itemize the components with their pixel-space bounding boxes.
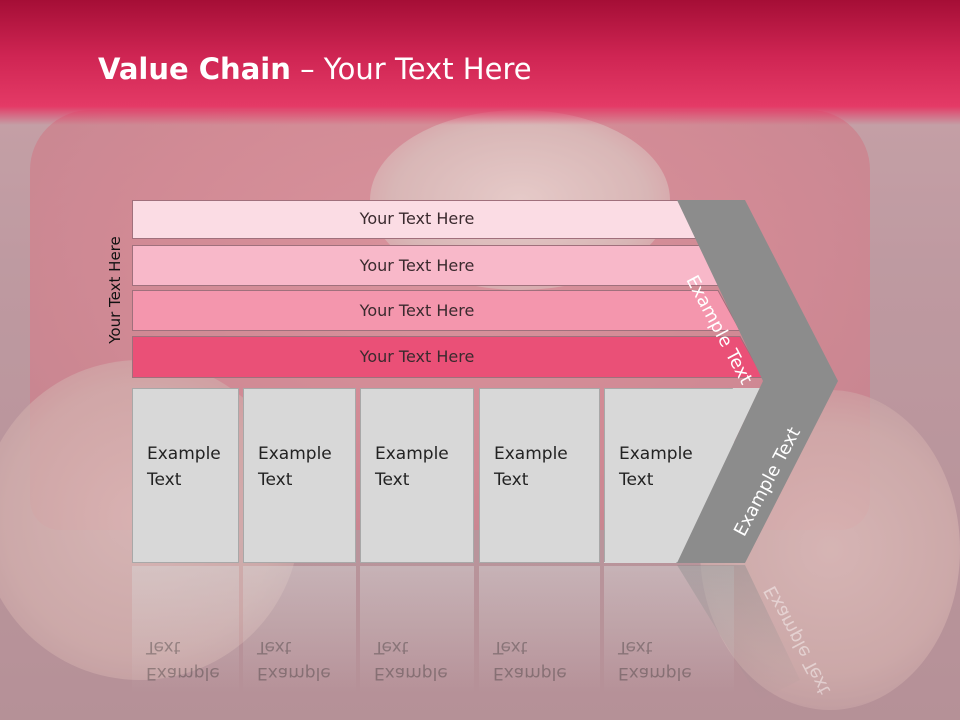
title-bold: Value Chain	[98, 52, 291, 86]
title-rest: – Your Text Here	[290, 52, 532, 86]
column-reflection-3: Example Text	[360, 566, 474, 716]
column-reflection-4: Example Text	[479, 566, 600, 716]
primary-column-5[interactable]: Example Text	[604, 388, 734, 563]
primary-column-3-label: Example Text	[375, 444, 449, 490]
primary-column-2-label: Example Text	[258, 444, 332, 490]
column-reflection-2-text: Example Text	[257, 637, 331, 683]
column-reflection-1-text: Example Text	[146, 637, 220, 683]
primary-column-4[interactable]: Example Text	[479, 388, 600, 563]
column-reflection-5: Example Text	[604, 566, 734, 716]
column-reflection-2: Example Text	[243, 566, 356, 716]
title-bar	[0, 0, 960, 125]
support-row-1-label: Your Text Here	[359, 209, 475, 228]
column-reflection-1: Example Text	[132, 566, 239, 716]
primary-column-3[interactable]: Example Text	[360, 388, 474, 563]
column-reflection-4-text: Example Text	[493, 637, 567, 683]
column-reflection-5-text: Example Text	[618, 637, 692, 683]
support-row-3-label: Your Text Here	[359, 301, 475, 320]
primary-column-5-label: Example Text	[619, 444, 693, 490]
support-row-4-label: Your Text Here	[359, 347, 475, 366]
column-reflection-3-text: Example Text	[374, 637, 448, 683]
primary-column-2[interactable]: Example Text	[243, 388, 356, 563]
primary-column-1[interactable]: Example Text	[132, 388, 239, 563]
side-label[interactable]: Your Text Here	[100, 220, 130, 360]
support-row-2-label: Your Text Here	[359, 256, 475, 275]
side-label-text: Your Text Here	[106, 236, 124, 344]
slide-title[interactable]: Value Chain – Your Text Here	[98, 52, 532, 86]
primary-column-4-label: Example Text	[494, 444, 568, 490]
primary-column-1-label: Example Text	[147, 444, 221, 490]
